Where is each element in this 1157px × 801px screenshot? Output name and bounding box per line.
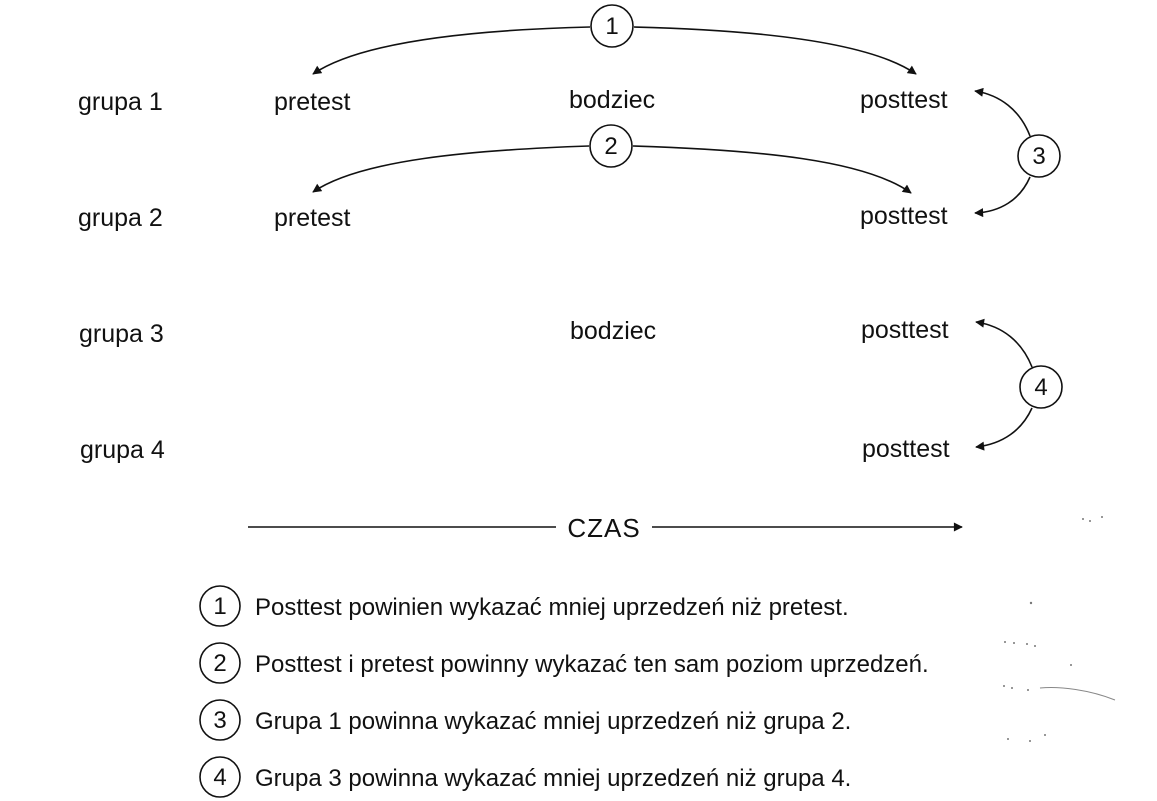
time-axis: CZAS (248, 513, 963, 543)
legend-2-badge (199, 642, 241, 684)
legend-item-1: 1 Posttest powinien wykazać mniej uprzed… (199, 585, 849, 627)
legend-2-number: 2 (213, 650, 226, 677)
group-3-label: grupa 3 (79, 320, 164, 348)
legend-4-number: 4 (213, 764, 226, 791)
comparison-1-number: 1 (605, 13, 618, 40)
comparison-3-arrow: 3 (974, 87, 1061, 218)
legend-item-2: 2 Posttest i pretest powinny wykazać ten… (199, 642, 929, 684)
group-4-posttest: posttest (862, 435, 950, 463)
legend-1-badge (199, 585, 241, 627)
legend-3-badge (199, 699, 241, 741)
legend: 1 Posttest powinien wykazać mniej uprzed… (199, 585, 929, 798)
legend-3-number: 3 (213, 707, 226, 734)
comparison-3-badge (1017, 134, 1061, 178)
group-1-posttest: posttest (860, 86, 948, 114)
group-1-label: grupa 1 (78, 88, 163, 116)
group-3-stimulus: bodziec (570, 317, 656, 345)
legend-3-text: Grupa 1 powinna wykazać mniej uprzedzeń … (255, 708, 851, 735)
legend-2-text: Posttest i pretest powinny wykazać ten s… (255, 651, 929, 678)
legend-4-badge (199, 756, 241, 798)
group-2-pretest: pretest (274, 204, 350, 232)
group-2-label: grupa 2 (78, 204, 163, 232)
comparison-4-arrow: 4 (975, 318, 1063, 451)
comparison-3-number: 3 (1032, 143, 1045, 170)
legend-item-4: 4 Grupa 3 powinna wykazać mniej uprzedze… (199, 756, 851, 798)
comparison-1-badge (590, 4, 634, 48)
comparison-2-number: 2 (604, 133, 617, 160)
comparison-2-badge (589, 124, 633, 168)
group-4-label: grupa 4 (80, 436, 165, 464)
legend-item-3: 3 Grupa 1 powinna wykazać mniej uprzedze… (199, 699, 851, 741)
comparison-4-badge (1019, 365, 1063, 409)
group-3-posttest: posttest (861, 316, 949, 344)
comparison-2-arrow: 2 (312, 124, 912, 194)
comparison-1-arrow: 1 (312, 4, 917, 75)
legend-1-text: Posttest powinien wykazać mniej uprzedze… (255, 594, 849, 621)
legend-4-text: Grupa 3 powinna wykazać mniej uprzedzeń … (255, 765, 851, 792)
group-1-stimulus: bodziec (569, 86, 655, 114)
time-axis-label: CZAS (567, 513, 640, 543)
group-2-posttest: posttest (860, 202, 948, 230)
legend-1-number: 1 (213, 593, 226, 620)
comparison-4-number: 4 (1034, 374, 1047, 401)
scan-noise (1003, 516, 1116, 742)
group-1-pretest: pretest (274, 88, 350, 116)
